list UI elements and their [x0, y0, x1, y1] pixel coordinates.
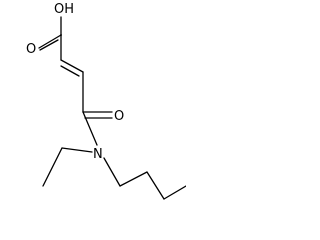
carboxyl-oxygen-label: O	[26, 42, 36, 57]
bond-amide-n	[82, 111, 98, 146]
structure-canvas: OH O O N	[26, 2, 187, 200]
skeleton	[42, 34, 187, 200]
amide-oxygen-label: O	[114, 109, 124, 124]
bond-n-ethyl-1	[61, 147, 93, 153]
bond-alkene-double-b	[60, 65, 80, 77]
bonds	[38, 16, 62, 51]
bond-ethyl-2	[42, 147, 63, 187]
molecule-drawing: OH O O N	[26, 2, 187, 200]
hydroxyl-label: OH	[54, 2, 74, 17]
bond-butyl-4	[163, 185, 187, 200]
bond-alkene-double-a	[60, 59, 84, 73]
nitrogen-label: N	[93, 147, 103, 162]
bond-butyl-2	[119, 171, 148, 187]
bond-c1-o-double-b	[39, 39, 59, 51]
bond-butyl-3	[146, 171, 165, 200]
bond-c1-o-double-a	[38, 34, 62, 49]
bond-n-butyl-1	[103, 157, 121, 187]
